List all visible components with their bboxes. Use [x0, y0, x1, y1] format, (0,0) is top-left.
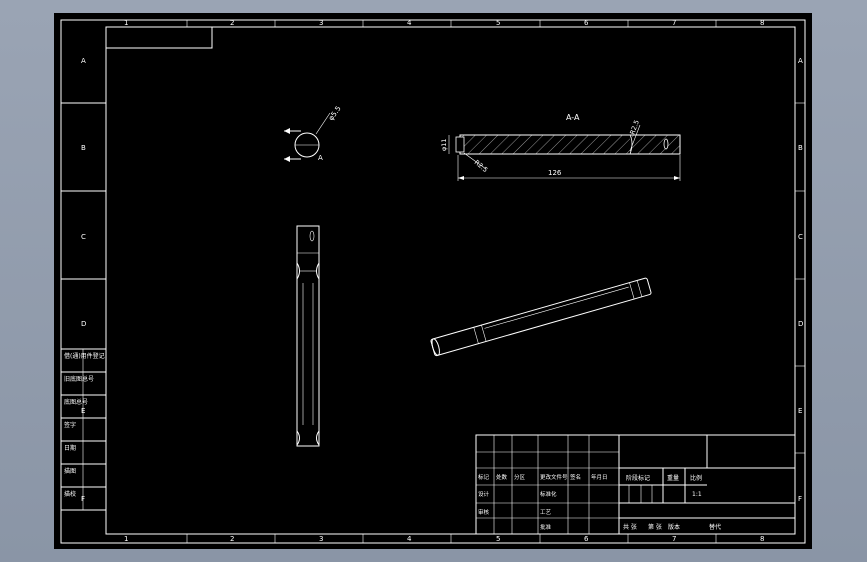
- left-strip-label: 借(通)用件登记: [64, 352, 105, 360]
- title-block-cell: 处数: [496, 473, 508, 481]
- sheets-total: 共 张: [623, 523, 637, 531]
- left-strip-label: 日期: [64, 444, 76, 452]
- left-strip-label: 旧底图总号: [64, 375, 94, 383]
- column-zone-marks: 1 1 2 2 3 3 4 4 5 5 6 6 7 7 8 8: [124, 19, 764, 543]
- scale-value: 1:1: [692, 491, 702, 498]
- scale-label: 比例: [690, 474, 702, 482]
- title-block-cell: 工艺: [540, 509, 552, 516]
- row-mark-right: F: [798, 495, 802, 503]
- column-mark-bottom: 4: [407, 535, 412, 543]
- row-mark-right: A: [798, 57, 803, 65]
- left-strip-label: 底图总号: [64, 398, 88, 406]
- drawing-sheet: 借(通)用件登记旧底图总号底图总号签字日期描图描校 1 1 2 2 3 3 4 4 5 5 6 6 7 7…: [54, 13, 812, 549]
- diameter-dim: φ11: [440, 138, 448, 151]
- rod-isometric-view: [430, 277, 652, 357]
- inner-frame: [105, 26, 796, 535]
- outer-frame: [60, 19, 806, 544]
- row-mark-right: E: [798, 407, 802, 415]
- title-block-cell: 分区: [514, 473, 526, 481]
- weight-label: 重量: [667, 474, 679, 482]
- row-mark-left: F: [81, 495, 85, 503]
- title-block-cell: 设计: [478, 490, 490, 498]
- title-block: 标记处数分区 更改文件号签名 年月日设计 标准化审核 工艺批准 阶段标记 重量 比例 1…: [475, 434, 796, 535]
- column-mark-top: 8: [760, 19, 764, 27]
- row-mark-left: C: [81, 233, 86, 241]
- rod-front-view: [296, 225, 320, 447]
- row-mark-left: A: [81, 57, 86, 65]
- title-block-cell: 标记: [478, 473, 490, 481]
- section-body: [459, 134, 681, 155]
- column-mark-bottom: 6: [584, 535, 589, 543]
- column-mark-bottom: 2: [230, 535, 234, 543]
- title-block-cell: 更改文件号: [540, 473, 568, 481]
- column-mark-top: 2: [230, 19, 234, 27]
- title-block-cell: 签名: [570, 473, 581, 481]
- row-mark-right: D: [798, 320, 803, 328]
- column-mark-top: 1: [124, 19, 128, 27]
- left-strip-label: 签字: [64, 421, 76, 429]
- column-mark-top: 7: [672, 19, 676, 27]
- section-arrow-label: A: [318, 154, 323, 162]
- replace-label: 替代: [709, 523, 721, 531]
- row-zone-marks: A A B B C C D D E E F F: [81, 57, 805, 503]
- row-mark-right: C: [798, 233, 803, 241]
- title-block-cell: 年月日: [591, 473, 608, 481]
- section-view: A-A 126 φ11 R2.5 R2.5: [440, 113, 681, 181]
- title-block-cell: 批准: [540, 523, 552, 531]
- column-mark-bottom: 8: [760, 535, 764, 543]
- title-block-cell: 标准化: [540, 490, 557, 498]
- column-mark-bottom: 3: [319, 535, 323, 543]
- row-mark-right: B: [798, 144, 803, 152]
- hole-dim-label: φ5.5: [327, 105, 343, 122]
- radius-dim-left: R2.5: [473, 158, 490, 174]
- stage-label: 阶段标记: [626, 474, 650, 482]
- column-mark-bottom: 7: [672, 535, 676, 543]
- top-left-box: [105, 26, 213, 49]
- length-dim: 126: [548, 169, 562, 177]
- column-mark-top: 3: [319, 19, 323, 27]
- column-mark-bottom: 5: [496, 535, 500, 543]
- column-mark-bottom: 1: [124, 535, 128, 543]
- title-block-cell: 审核: [478, 508, 490, 516]
- row-mark-left: D: [81, 320, 86, 328]
- row-mark-left: B: [81, 144, 86, 152]
- column-mark-top: 4: [407, 19, 412, 27]
- column-mark-top: 5: [496, 19, 500, 27]
- column-mark-top: 6: [584, 19, 589, 27]
- version-label: 版本: [668, 523, 680, 531]
- section-title: A-A: [566, 113, 580, 122]
- hole-detail-view: φ5.5 A: [284, 105, 343, 162]
- row-mark-left: E: [81, 407, 85, 415]
- left-strip-label: 描图: [64, 467, 76, 475]
- sheet-number: 第 张: [648, 523, 662, 531]
- left-strip-label: 描校: [64, 490, 76, 498]
